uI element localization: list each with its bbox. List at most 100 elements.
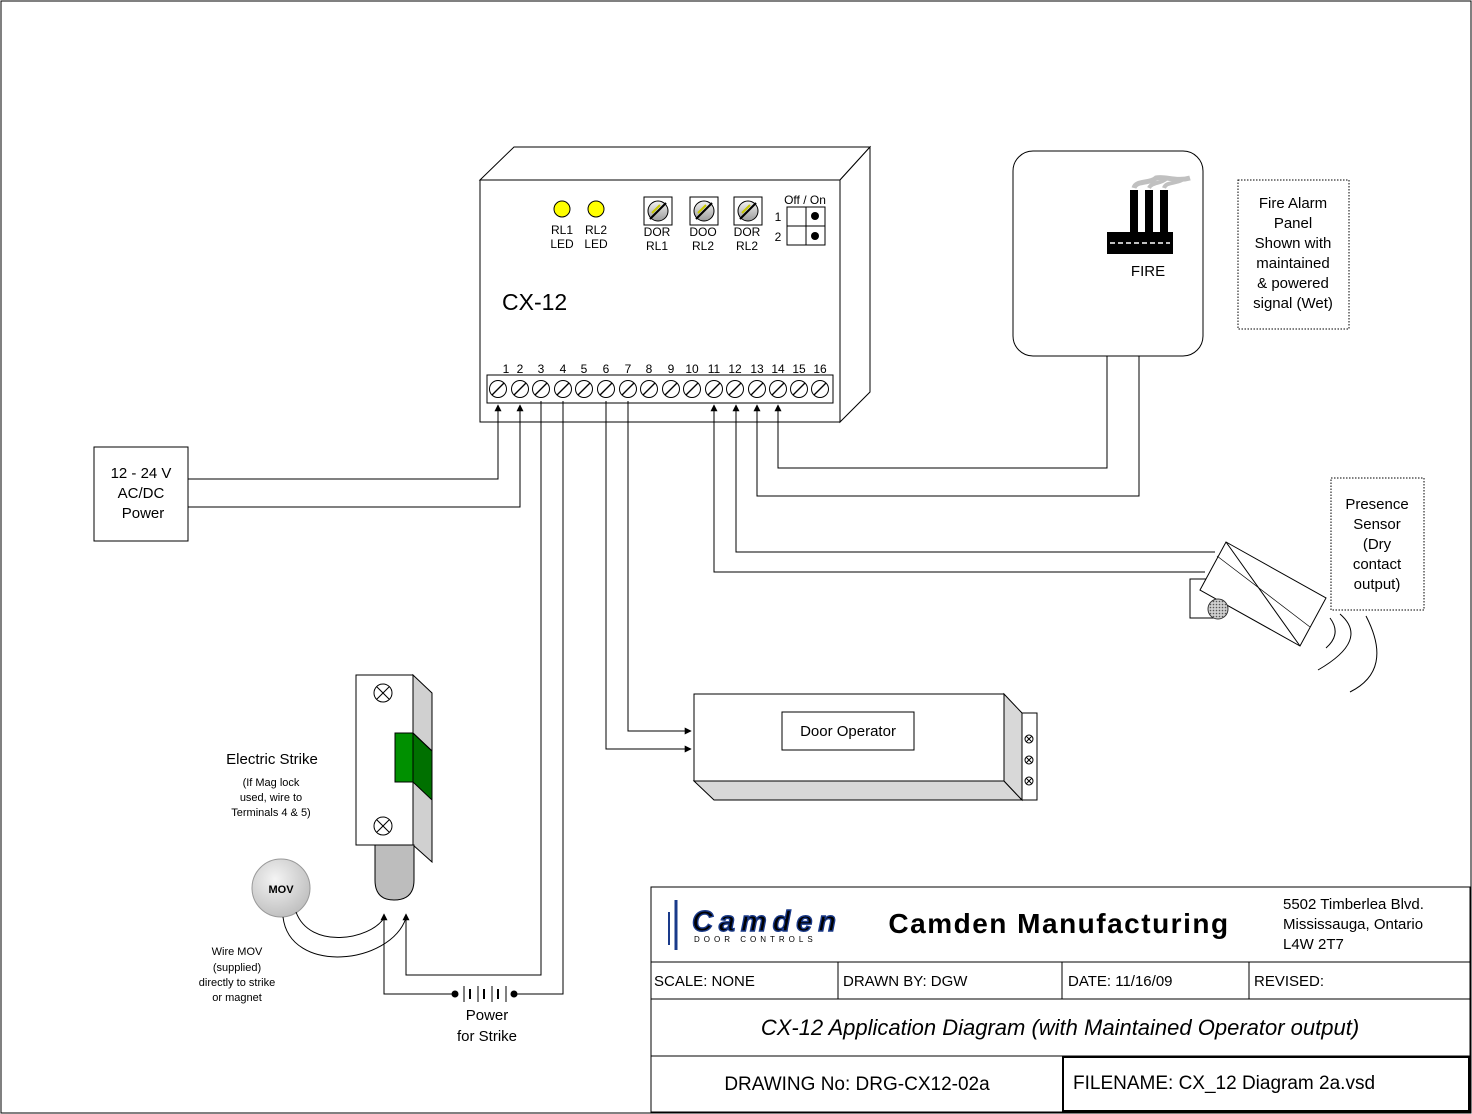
presence-sensor-device (1189, 541, 1378, 693)
power-supply-box (93, 446, 189, 542)
terminal-slot (621, 382, 635, 396)
address-line2: Mississauga, Ontario (1283, 916, 1423, 933)
terminal-slot (556, 382, 570, 396)
terminal-slot (685, 382, 699, 396)
terminal-slot (707, 382, 721, 396)
strike-note-1: (If Mag lock (243, 777, 300, 789)
power-supply-line1: 12 - 24 V (111, 465, 172, 482)
mov-label: MOV (268, 884, 294, 896)
rl1-led-label-2: LED (550, 237, 574, 251)
terminal-slot (577, 382, 591, 396)
dip-switch-icon (786, 206, 826, 246)
terminal-number: 12 (728, 362, 742, 376)
strike-title: Electric Strike (226, 751, 318, 768)
fire-note-2: Panel (1274, 215, 1312, 232)
terminal-number: 4 (560, 362, 567, 376)
sensor-note-1: Presence (1345, 496, 1408, 513)
drawn-by-field: DRAWN BY: DGW (843, 973, 968, 990)
screw-icon (373, 683, 393, 836)
revised-field: REVISED: (1254, 973, 1324, 990)
title-block: Camden DOOR CONTROLS Camden Manufacturin… (650, 886, 1471, 1113)
sensor-note-5: output) (1354, 576, 1401, 593)
door-operator-label: Door Operator (800, 723, 896, 740)
address-line1: 5502 Timberlea Blvd. (1283, 896, 1424, 913)
terminal-number: 3 (538, 362, 545, 376)
rl1-led-icon (553, 200, 571, 218)
drawing-title: CX-12 Application Diagram (with Maintain… (761, 1015, 1359, 1040)
terminal-number: 15 (792, 362, 806, 376)
fire-note-4: maintained (1256, 255, 1329, 272)
logo-sub: DOOR CONTROLS (694, 935, 817, 944)
fire-label: FIRE (1131, 263, 1165, 280)
terminal-slot (792, 382, 806, 396)
terminal-slot (728, 382, 742, 396)
scale-field: SCALE: NONE (654, 973, 755, 990)
terminal-number: 14 (771, 362, 785, 376)
strike-note-2: used, wire to (240, 792, 302, 804)
rl2-led-label-1: RL2 (585, 223, 607, 237)
fire-panel-note-box (1237, 179, 1350, 330)
presence-sensor-note-box (1330, 477, 1425, 611)
dip-label: Off / On (784, 193, 826, 207)
rl2-led-icon (587, 200, 605, 218)
rl1-led-label-1: RL1 (551, 223, 573, 237)
dip-row-1: 1 (775, 210, 782, 224)
power-supply-line3: Power (122, 505, 165, 522)
mov-note-1: Wire MOV (212, 946, 263, 958)
door-operator: Door Operator (692, 692, 1038, 802)
controller-side-face (839, 145, 871, 424)
strike-note-3: Terminals 4 & 5) (231, 807, 310, 819)
electric-strike (355, 673, 433, 901)
terminal-number: 7 (625, 362, 632, 376)
pot2-label-1: DOO (689, 225, 716, 239)
terminal-slot (513, 382, 527, 396)
terminal-slot (750, 382, 764, 396)
fire-note-5: & powered (1257, 275, 1329, 292)
screw-icon (1024, 734, 1034, 786)
terminal-number: 6 (603, 362, 610, 376)
pot2-label-2: RL2 (692, 239, 714, 253)
mov-note-2: (supplied) (213, 962, 261, 974)
terminal-slot (491, 382, 505, 396)
rl2-led-label-2: LED (584, 237, 608, 251)
mov-note-4: or magnet (212, 992, 262, 1004)
signal-wave-icon (1325, 617, 1336, 649)
dip-row-2: 2 (775, 230, 782, 244)
terminal-number: 8 (646, 362, 653, 376)
battery-icon (451, 986, 518, 1002)
doo-rl2-pot-icon (689, 196, 719, 226)
company-name: Camden Manufacturing (888, 908, 1229, 939)
pot3-label-1: DOR (734, 225, 761, 239)
terminal-slot (642, 382, 656, 396)
camden-logo: Camden DOOR CONTROLS (668, 900, 837, 950)
pot3-label-2: RL2 (736, 239, 758, 253)
pot1-label-1: DOR (644, 225, 671, 239)
power-supply-line2: AC/DC (118, 485, 165, 502)
sensor-note-2: Sensor (1353, 516, 1401, 533)
cx12-controller: RL1 LED RL2 LED DOR RL1 DOO RL2 DOR RL2 (478, 145, 872, 424)
terminal-number: 2 (517, 362, 524, 376)
terminal-slot (534, 382, 548, 396)
sensor-lens-icon (1207, 598, 1229, 620)
terminal-slot (813, 382, 827, 396)
terminal-slot (771, 382, 785, 396)
date-field: DATE: 11/16/09 (1068, 973, 1173, 990)
factory-icon (1107, 175, 1191, 254)
terminal-number: 16 (813, 362, 827, 376)
terminal-number: 5 (581, 362, 588, 376)
address-line3: L4W 2T7 (1283, 936, 1344, 953)
terminal-number: 11 (708, 362, 721, 376)
fire-note-3: Shown with (1255, 235, 1332, 252)
wiring (188, 356, 1215, 995)
dor-rl1-pot-icon (643, 196, 673, 226)
sensor-note-3: (Dry (1363, 536, 1392, 553)
mov-note-3: directly to strike (199, 977, 275, 989)
fire-note-6: signal (Wet) (1253, 295, 1333, 312)
terminal-number: 10 (685, 362, 699, 376)
terminal-slot (664, 382, 678, 396)
drawing-number: DRAWING No: DRG-CX12-02a (724, 1074, 990, 1095)
terminal-slot (599, 382, 613, 396)
terminal-number: 13 (750, 362, 764, 376)
terminal-number: 1 (503, 362, 510, 376)
